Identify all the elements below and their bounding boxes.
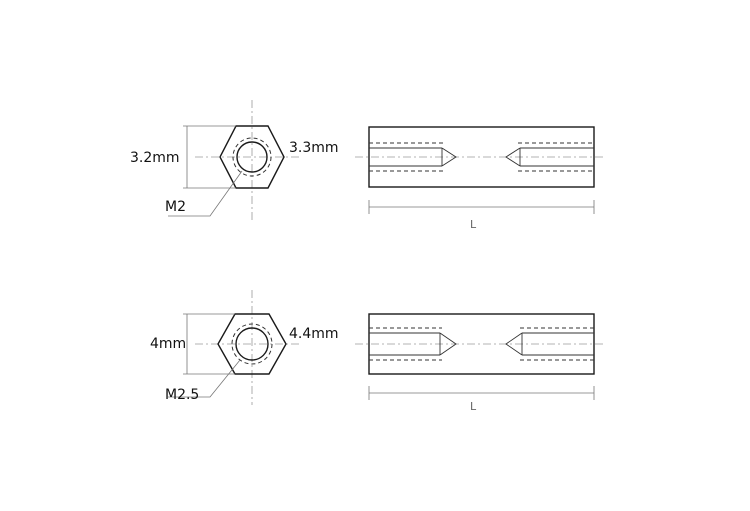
side-view-small bbox=[355, 126, 605, 214]
across-corners-label: 4.4mm bbox=[289, 326, 339, 342]
length-label: L bbox=[470, 218, 477, 231]
thread-size-label: M2 bbox=[165, 199, 186, 215]
hex-outline bbox=[217, 313, 287, 375]
thread-size-label: M2.5 bbox=[165, 387, 199, 403]
thread-leader-line bbox=[168, 170, 243, 217]
thread-circle-dashed bbox=[231, 323, 273, 365]
length-label: L bbox=[470, 400, 477, 413]
left-drill-tip bbox=[441, 147, 457, 167]
body-outline bbox=[368, 126, 595, 188]
thread-circle-dashed bbox=[232, 137, 272, 177]
hex-outline bbox=[219, 125, 285, 189]
bore-circle bbox=[236, 141, 268, 173]
body-outline bbox=[368, 313, 595, 375]
right-drill-tip bbox=[505, 147, 521, 167]
across-flats-label: 3.2mm bbox=[130, 150, 180, 166]
end-view-small bbox=[168, 100, 300, 220]
side-view-large bbox=[355, 313, 605, 400]
right-drill-tip bbox=[505, 332, 523, 356]
thread-leader-line bbox=[168, 359, 241, 398]
bore-circle bbox=[235, 327, 269, 361]
across-corners-label: 3.3mm bbox=[289, 140, 339, 156]
across-flats-label: 4mm bbox=[150, 336, 186, 352]
end-view-large bbox=[168, 290, 300, 405]
left-drill-tip bbox=[439, 332, 457, 356]
